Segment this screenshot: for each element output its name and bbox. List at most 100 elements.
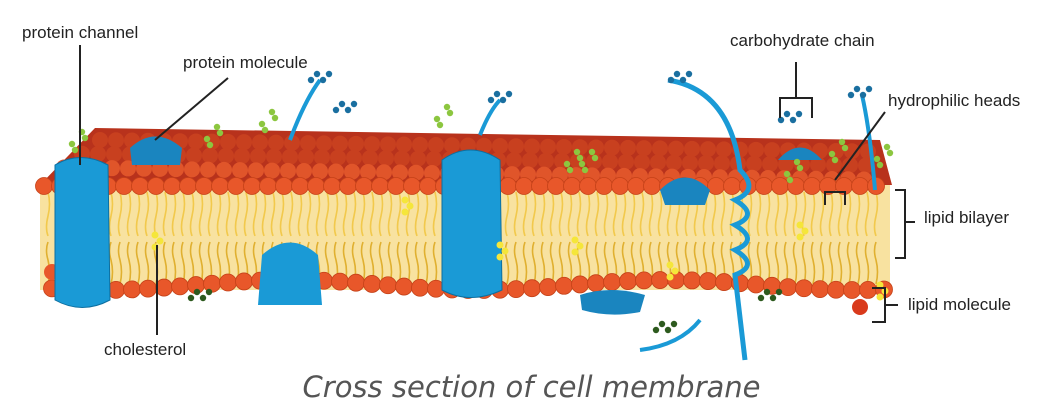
back-head — [700, 141, 716, 158]
carbohydrate-bead — [443, 103, 451, 111]
lipid-tail — [360, 241, 366, 285]
head-top — [307, 177, 325, 195]
back-head — [216, 161, 232, 178]
back-head — [810, 156, 826, 173]
lipid-tail — [639, 191, 645, 237]
lipid-tail — [252, 191, 258, 237]
back-head — [492, 138, 508, 154]
lipid-tail — [846, 191, 852, 237]
cholesterol-ring — [796, 221, 804, 229]
lipid-tail — [108, 191, 114, 237]
lipid-tail — [765, 191, 771, 237]
lipid-tail — [198, 241, 204, 285]
lipid-tail — [117, 191, 123, 237]
carbohydrate-bead — [796, 164, 804, 172]
carbohydrate-bead — [673, 70, 681, 78]
head-bottom — [843, 281, 861, 299]
back-head — [90, 145, 106, 162]
lipid-tail — [288, 191, 294, 237]
cholesterol-ring — [796, 233, 804, 241]
carbohydrate-bead — [261, 126, 269, 134]
lipid-tail — [504, 241, 510, 285]
carbohydrate-bead — [573, 148, 581, 156]
carbohydrate-bead — [793, 158, 801, 166]
head-bottom — [635, 271, 653, 290]
cholesterol-ring — [666, 261, 674, 269]
head-top — [643, 177, 661, 195]
leader-lines — [79, 45, 915, 335]
head-top — [627, 177, 645, 195]
carbohydrate-bead — [883, 143, 891, 151]
back-head — [412, 136, 428, 153]
head-bottom — [331, 272, 349, 291]
lipid-tail — [810, 241, 816, 285]
lipid-tail — [315, 191, 321, 237]
carbohydrate-bead — [199, 294, 207, 302]
carbohydrate-bead — [775, 288, 783, 296]
back-head — [266, 148, 282, 165]
head-bottom — [555, 276, 573, 295]
carbohydrate-bead — [433, 115, 441, 123]
lipid-tail — [216, 241, 222, 285]
head-bottom — [683, 271, 701, 290]
lipid-tail — [828, 191, 834, 237]
head-top — [851, 177, 869, 195]
lipid-tail — [423, 241, 429, 285]
carbohydrate-bead — [446, 109, 454, 117]
head-bottom — [699, 272, 717, 290]
lipid-tail — [324, 191, 330, 237]
lipid-tail — [783, 241, 789, 285]
carbohydrate-bead — [591, 154, 599, 162]
carbohydrate-bead — [71, 146, 79, 154]
lipid-tail — [522, 191, 528, 237]
head-top — [275, 177, 293, 195]
carbohydrate-bead — [831, 156, 839, 164]
lipid-tail — [180, 241, 186, 285]
head-top — [579, 177, 597, 195]
head-bottom — [219, 273, 237, 292]
head-bottom — [715, 273, 733, 291]
lipid-tail — [207, 191, 213, 237]
lipid-tail — [405, 241, 411, 285]
lipid-tail — [171, 241, 177, 285]
back-head — [620, 139, 636, 156]
head-top — [211, 177, 229, 195]
cholesterol-ring — [571, 236, 579, 244]
head-bottom — [379, 276, 397, 295]
carbohydrate-bead — [563, 160, 571, 168]
carbohydrate-bead — [350, 100, 358, 108]
lipid-molecule-head — [852, 299, 868, 315]
back-head — [280, 162, 296, 179]
lipid-tail — [837, 191, 843, 237]
lipid-tail — [369, 191, 375, 237]
lipid-tail — [108, 241, 114, 285]
back-head — [506, 152, 522, 169]
lipid-tail — [126, 191, 132, 237]
lipid-tail — [594, 191, 600, 237]
back-head — [232, 162, 248, 179]
back-head — [426, 151, 442, 168]
lipid-tail — [522, 241, 528, 285]
carbohydrate-bead — [206, 141, 214, 149]
lipid-tail — [630, 191, 636, 237]
carbohydrate-bead — [203, 135, 211, 143]
label-lipid-bilayer: lipid bilayer — [924, 208, 1010, 227]
head-bottom — [139, 279, 157, 298]
carbohydrate-bead — [679, 76, 687, 84]
head-top — [595, 177, 613, 195]
head-top — [163, 177, 181, 195]
back-head — [764, 142, 780, 159]
lipid-tail — [180, 191, 186, 237]
protein-top-right — [778, 147, 822, 160]
carbohydrate-bead — [258, 120, 266, 128]
head-top — [531, 177, 549, 195]
lipid-tail — [855, 191, 861, 237]
label-hydrophilic-heads: hydrophilic heads — [888, 91, 1021, 110]
cholesterol-ring — [151, 231, 159, 239]
carbohydrate-bead — [81, 134, 89, 142]
head-bottom — [155, 278, 173, 297]
lipid-tail — [171, 191, 177, 237]
back-head — [392, 164, 408, 181]
back-head — [604, 139, 620, 156]
